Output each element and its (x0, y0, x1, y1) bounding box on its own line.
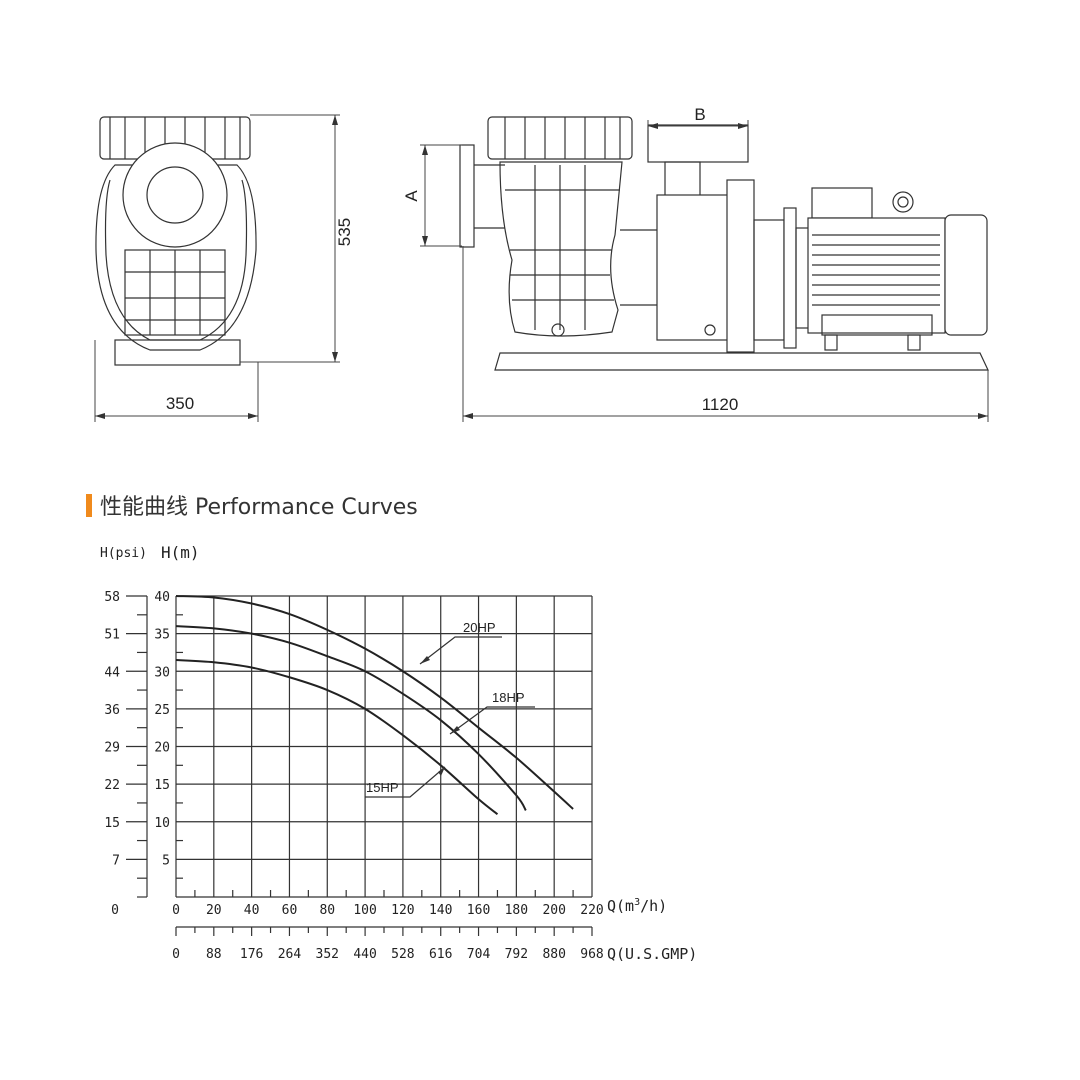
x2-tick-label: 792 (505, 947, 528, 962)
x-tick-label: 220 (580, 903, 603, 918)
x2-tick-label: 352 (316, 947, 339, 962)
label-18hp: 18HP (449, 690, 535, 735)
curve-15hp (175, 658, 499, 816)
x-tick-label: 20 (206, 903, 222, 918)
y2-tick-label: 51 (104, 628, 120, 643)
x-axis-label: Q(m3/h) (607, 897, 667, 915)
y-tick-label: 5 (162, 853, 170, 868)
x2-tick-label: 968 (580, 947, 603, 962)
dimension-width-front: 350 (94, 340, 259, 422)
y2-tick-label: 58 (104, 590, 120, 605)
dimension-a: A (402, 144, 462, 247)
x2-tick-label: 176 (240, 947, 263, 962)
y2-tick-label: 0 (111, 903, 119, 918)
dim-width-label: 350 (166, 394, 194, 413)
section-title: 性能曲线 Performance Curves (86, 489, 418, 521)
x-tick-label: 0 (172, 903, 180, 918)
x-tick-label: 40 (244, 903, 260, 918)
label-20hp: 20HP (419, 620, 502, 665)
x2-tick-label: 264 (278, 947, 302, 962)
dimension-b: B (647, 105, 749, 130)
pump-side-view (459, 116, 989, 371)
y-tick-label: 20 (154, 741, 170, 756)
dimension-height: 535 (240, 114, 354, 363)
y-tick-label: 25 (154, 703, 170, 718)
y-tick-label: 10 (154, 816, 170, 831)
x2-tick-label: 440 (353, 947, 376, 962)
curve-20hp (175, 595, 574, 810)
x2-tick-label: 88 (206, 947, 222, 962)
x-tick-label: 100 (353, 903, 376, 918)
y2-axis-label: H(psi) (100, 546, 147, 561)
x-tick-label: 200 (542, 903, 565, 918)
label-15hp: 15HP (365, 766, 446, 798)
x-tick-label: 180 (505, 903, 528, 918)
y2-tick-label: 22 (104, 778, 120, 793)
dimension-length: 1120 (462, 246, 989, 422)
x-tick-label: 120 (391, 903, 414, 918)
x-tick-label: 80 (319, 903, 335, 918)
section-title-text: 性能曲线 Performance Curves (100, 495, 418, 520)
dim-b-label: B (694, 105, 705, 124)
y-axis-label: H(m) (161, 543, 200, 562)
x-tick-label: 160 (467, 903, 490, 918)
x-tick-label: 140 (429, 903, 452, 918)
x2-tick-label: 616 (429, 947, 452, 962)
y-tick-label: 15 (154, 778, 170, 793)
x2-tick-label: 528 (391, 947, 414, 962)
dim-length-label: 1120 (702, 395, 739, 414)
title-accent-bar (86, 493, 92, 517)
pump-front-view (95, 116, 257, 366)
series-label-18hp: 18HP (492, 690, 525, 705)
y2-tick-label: 29 (104, 741, 120, 756)
x-tick-label: 60 (282, 903, 298, 918)
y2-tick-label: 44 (104, 665, 120, 680)
y2-tick-label: 7 (112, 853, 120, 868)
y-tick-label: 35 (154, 628, 170, 643)
series-label-15hp: 15HP (366, 780, 399, 795)
performance-chart: H(psi) H(m) Q(m3/h) Q(U.S.GMP) 0 0 20 88 40 1… (100, 543, 697, 963)
x2-tick-label: 0 (172, 947, 180, 962)
y-tick-label: 40 (154, 590, 170, 605)
y2-tick-label: 15 (104, 816, 120, 831)
y-tick-label: 30 (154, 665, 170, 680)
x2-axis-label: Q(U.S.GMP) (607, 945, 697, 963)
series-label-20hp: 20HP (463, 620, 496, 635)
x2-tick-label: 880 (542, 947, 565, 962)
curve-18hp (175, 625, 527, 811)
y2-tick-label: 36 (104, 703, 120, 718)
dim-a-label: A (402, 190, 421, 202)
x2-tick-label: 704 (467, 947, 491, 962)
dim-height-label: 535 (335, 218, 354, 246)
